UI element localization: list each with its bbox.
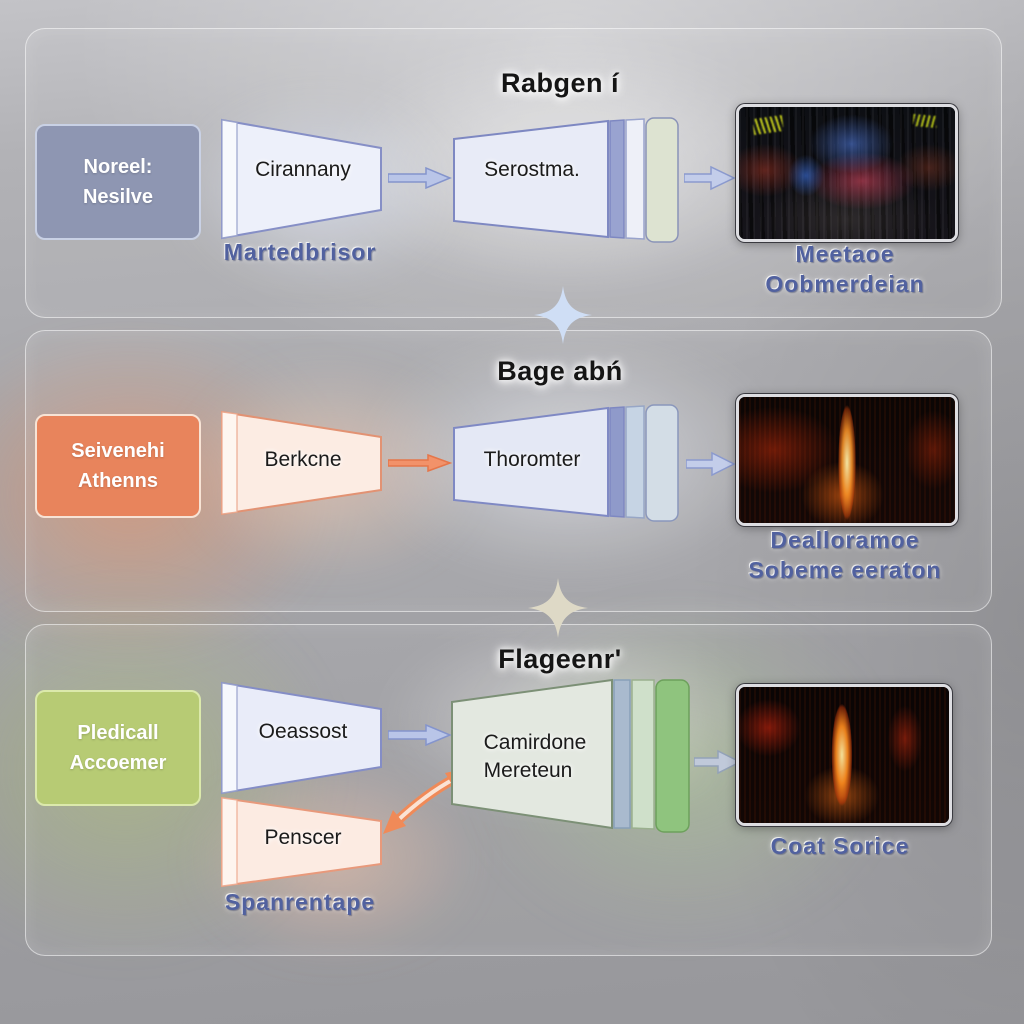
row3-encoder-label: Oeassost bbox=[258, 719, 348, 743]
row1-input-box: Noreel: Nesilve bbox=[35, 124, 201, 240]
row2-generator-funnel bbox=[453, 404, 679, 522]
row2-title: Bage abń bbox=[497, 356, 623, 386]
row1-generator-funnel bbox=[453, 117, 679, 243]
row1-output-image-city bbox=[736, 104, 958, 242]
fire-streak-image bbox=[739, 397, 955, 523]
row3-title: Flageenr' bbox=[498, 644, 622, 674]
row1-title: Rabgen í bbox=[500, 68, 619, 98]
row1-generator-label: Serostma. bbox=[484, 157, 580, 181]
row1-output-caption: Meetaoe Oobmerdeian bbox=[765, 241, 925, 297]
row3-generator-label: Camirdone Mereteun bbox=[483, 730, 587, 782]
row2-arrow-encoder-to-generator bbox=[388, 453, 452, 473]
row1-encoder-caption: Martedbrisor bbox=[223, 239, 377, 265]
row3-output-caption: Coat Sorice bbox=[770, 833, 910, 859]
sparkle-icon bbox=[534, 286, 592, 344]
row1-encoder-trapezoid bbox=[221, 118, 382, 240]
row3-encoder-trapezoid bbox=[221, 681, 382, 795]
row1-arrow-encoder-to-generator bbox=[388, 166, 452, 190]
row2-output-image-fire bbox=[736, 394, 958, 526]
yellow-annotation-right bbox=[912, 113, 938, 129]
row3-output-image-flame bbox=[736, 684, 952, 826]
row2-generator-label: Thoromter bbox=[483, 447, 581, 471]
row2-arrow-generator-to-output bbox=[686, 451, 736, 477]
row3-encoder2-trapezoid bbox=[221, 796, 382, 888]
flame-image bbox=[739, 687, 949, 823]
row3-encoder2-label: Penscer bbox=[264, 825, 342, 849]
row2-output-caption: Dealloramoe Sobeme eeraton bbox=[748, 527, 942, 583]
sparkle-icon bbox=[528, 578, 588, 638]
row1-encoder-label: Cirannany bbox=[255, 157, 351, 181]
row3-input-box: Pledicall Accoemer bbox=[35, 690, 201, 806]
row1-arrow-generator-to-output bbox=[684, 165, 736, 191]
row2-input-box: Seivenehi Athenns bbox=[35, 414, 201, 518]
row2-encoder-label: Berkcne bbox=[264, 447, 342, 471]
row3-generator-funnel bbox=[451, 678, 690, 833]
row2-encoder-trapezoid bbox=[221, 410, 382, 516]
row3-arrow-encoder-to-generator bbox=[388, 723, 452, 747]
row3-arrow-generator-to-output bbox=[694, 749, 742, 775]
row3-encoder-caption: Spanrentape bbox=[224, 889, 376, 915]
